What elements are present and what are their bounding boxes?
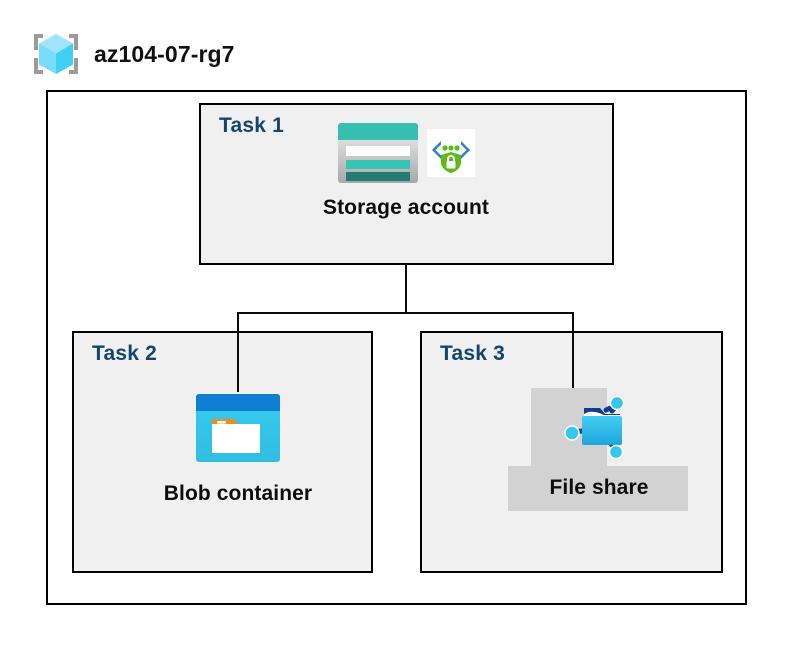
resource-group-name: az104-07-rg7 [94, 40, 235, 67]
connector-to-blob-container [237, 312, 239, 392]
storage-account-icon [337, 122, 419, 184]
node-storage-account: Storage account [290, 122, 522, 220]
blob-container-icon-group [194, 392, 282, 464]
file-share-label-backdrop [508, 466, 688, 511]
secure-endpoint-shield-icon [419, 129, 475, 177]
resource-group-header: az104-07-rg7 [30, 28, 235, 80]
connector-to-file-share [572, 312, 574, 400]
file-share-folder-icon [560, 388, 638, 466]
resource-group-cube-icon [30, 28, 82, 80]
node-file-share: File share [498, 388, 700, 500]
task-3-label: Task 3 [440, 342, 506, 365]
storage-account-caption: Storage account [322, 196, 490, 219]
blob-container-caption: Blob container [163, 482, 313, 505]
file-share-icon-group [560, 388, 638, 466]
storage-account-icon-group [337, 122, 475, 184]
task-2-label: Task 2 [92, 342, 158, 365]
file-share-caption: File share [549, 476, 649, 499]
node-blob-container: Blob container [152, 392, 324, 506]
task-1-label: Task 1 [219, 114, 285, 137]
connector-horizontal-bus [237, 312, 574, 314]
task-2-box: Task 2 [72, 331, 373, 573]
connector-storage-trunk [405, 265, 407, 314]
blob-container-icon [194, 392, 282, 464]
